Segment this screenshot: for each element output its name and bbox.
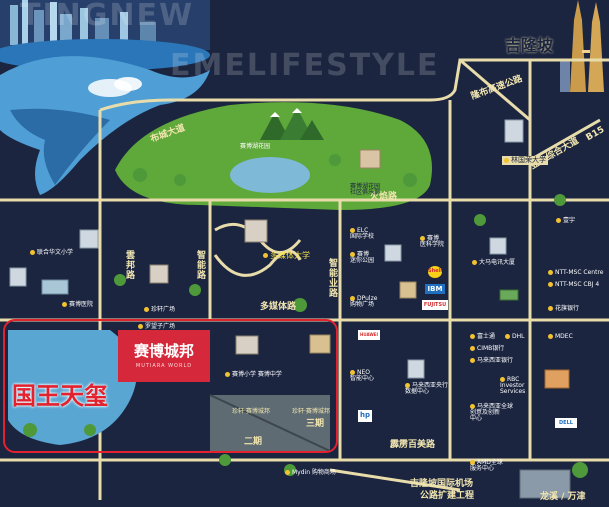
project-highlight-frame: [3, 319, 338, 453]
huawei-icon: HUAWEI: [358, 330, 380, 340]
phase3-name: 三期: [306, 419, 325, 429]
road-airport-line2: 公路扩建工程: [420, 491, 475, 501]
brand-logo-box[interactable]: 赛博城邦 MUTIARA WORLD: [118, 330, 210, 382]
brand-subtitle: MUTIARA WORLD: [135, 363, 193, 369]
road-yunbang: 雲邦路: [124, 250, 134, 280]
place-mmu: 多媒体大学: [263, 252, 310, 260]
place-shanghai: 壹宇: [556, 218, 575, 224]
project-phase-divider: [209, 394, 331, 452]
place-park: 赛博 迷你公园: [350, 251, 375, 264]
place-mahkota: 大马电讯大厦: [472, 260, 515, 266]
brand-title: 赛博城邦: [133, 342, 194, 360]
place-amd: AMD全球 服务中心: [470, 459, 503, 472]
place-elc: ELC 国际学校: [350, 227, 375, 240]
park-mountains: [260, 108, 324, 140]
place-ntt1: NTT-MSC Centre: [548, 270, 603, 276]
phase2-label: 珍轩·赛博城邦: [232, 408, 270, 415]
cyberlake-lake: [230, 157, 310, 193]
project-lake: [8, 330, 137, 445]
place-fujitsu: 富士通: [470, 334, 495, 340]
ibm-icon: IBM: [425, 284, 445, 294]
building-icons: [9, 119, 571, 499]
place-ntt2: NTT-MSC CBJ 4: [548, 282, 599, 288]
skyline-illustration: [0, 0, 210, 71]
place-maybank: 马来西亚银行: [470, 358, 513, 364]
hp-icon: hp: [358, 410, 372, 422]
place-central-bank: 马来西亚央行 数据中心: [405, 382, 449, 395]
place-mydin: Mydin 购物商场: [285, 470, 336, 476]
road-huoju: 火焰路: [370, 192, 398, 202]
road-duomeiti: 多媒体路: [260, 302, 297, 312]
place-cimb: CIMB银行: [470, 346, 504, 352]
whale-illustration: [0, 56, 210, 196]
slogan-middle: EMELIFESTYLE: [170, 48, 440, 83]
place-lianhe: 联合华文小学: [30, 250, 73, 256]
city-name: 吉隆坡: [505, 36, 554, 55]
place-school: 赛博小学 赛博中学: [225, 372, 282, 378]
road-longxi: 龙溪 / 万津: [540, 492, 586, 502]
dell-icon: DELL: [555, 418, 577, 428]
place-citi: 花旗银行: [548, 306, 579, 312]
place-neo: NEO 智能中心: [350, 369, 375, 382]
place-global-services: 马来西亚全球 创意及创新 中心: [470, 403, 514, 422]
place-mdec: MDEC: [548, 334, 573, 340]
cyberlake-park-area: [115, 102, 432, 210]
phase3-label: 珍轩·赛博城邦: [292, 408, 330, 415]
road-xiabo: 霹雳百美路: [390, 440, 436, 450]
slogan-top: TINGNEW: [20, 0, 195, 33]
fujitsu-icon: FUJITSU: [422, 300, 448, 310]
place-mall: 珍轩广场: [144, 307, 175, 313]
place-dpulze: DPulze 购物广场: [350, 295, 378, 308]
road-zhiye: 智能业路: [327, 258, 337, 298]
road-network: [0, 58, 609, 500]
place-limkokwing: 林国荣大学: [502, 156, 548, 165]
road-zhineng: 智能路: [195, 250, 205, 280]
place-roman: 罗望子广场: [138, 324, 175, 330]
place-medical: 赛博 医科学院: [420, 235, 445, 248]
phase2-name: 二期: [244, 437, 263, 447]
road-airport-line1: 吉隆坡国际机场: [410, 479, 474, 489]
place-cyberlake: 赛博湖花园: [240, 143, 271, 150]
place-dhl: DHL: [505, 334, 524, 340]
place-rbc: RBC Investor Services: [500, 376, 526, 395]
project-name[interactable]: 国王天玺: [12, 382, 108, 410]
place-hospital: 赛博医院: [62, 302, 93, 308]
petronas-towers-illustration: [560, 0, 604, 92]
shell-icon: Shell: [428, 266, 442, 278]
place-cyberlake-club: 赛博湖花园 社区俱乐部: [350, 183, 381, 196]
